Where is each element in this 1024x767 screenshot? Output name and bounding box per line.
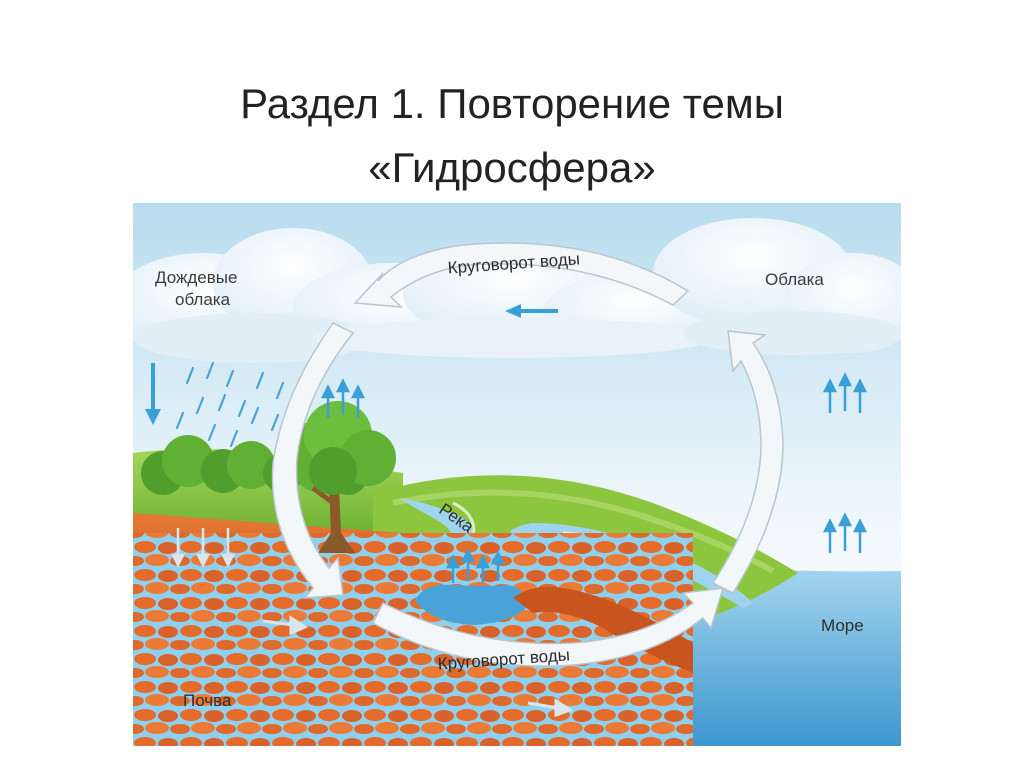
- label-soil: Почва: [183, 691, 232, 710]
- rain-drops: [175, 361, 300, 448]
- sea: [693, 563, 901, 746]
- evaporation-arrows-right-top: [822, 372, 868, 413]
- evaporation-arrows-center: [320, 378, 366, 418]
- title-line-1: Раздел 1. Повторение темы: [240, 80, 784, 127]
- tree: [278, 401, 396, 553]
- cycle-arrow-left: [271, 322, 355, 599]
- title-line-2: «Гидросфера»: [368, 144, 656, 191]
- water-cycle-diagram: Дождевые облака Облака Море Почва Река К…: [133, 203, 901, 746]
- label-rain-clouds-1: Дождевые: [155, 268, 237, 287]
- label-sea: Море: [821, 616, 864, 635]
- evaporation-arrows-right-bottom: [822, 512, 868, 553]
- label-rain-clouds-2: облака: [175, 290, 231, 309]
- label-clouds: Облака: [765, 270, 824, 289]
- infiltration-arrows: [170, 528, 236, 568]
- wind-arrow: [505, 304, 558, 318]
- lake: [415, 584, 529, 625]
- page-title: Раздел 1. Повторение темы «Гидросфера»: [0, 72, 1024, 200]
- river: [398, 498, 753, 608]
- cycle-arrow-right: [711, 330, 784, 594]
- groundwater-flow-arrows: [262, 615, 574, 718]
- cycle-arrow-bottom: [372, 587, 725, 667]
- evaporation-arrows-river: [445, 548, 506, 583]
- cycle-arrow-top: [353, 242, 690, 308]
- soil-mound: [513, 586, 693, 673]
- cloud-band: [133, 218, 901, 363]
- rain-arrow: [145, 363, 161, 425]
